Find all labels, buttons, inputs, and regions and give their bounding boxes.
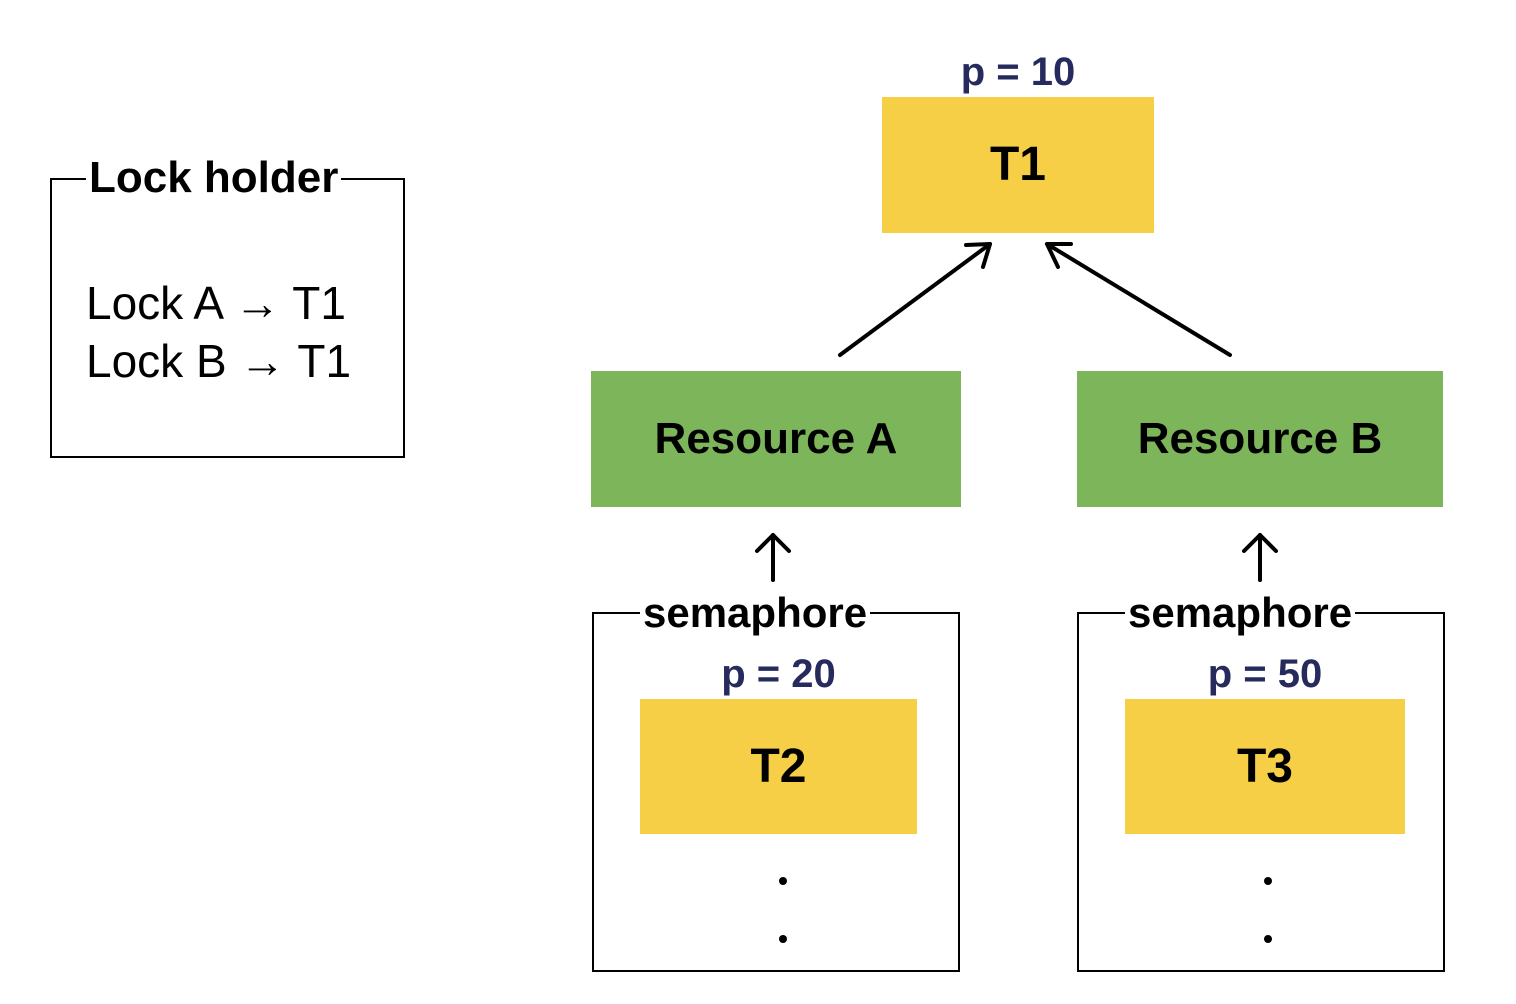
ellipsis-dot: [1264, 935, 1272, 943]
t1-priority: p = 10: [960, 50, 1076, 94]
arrow-semaphore-b-to-resource-b: [1242, 533, 1278, 582]
ellipsis-dot: [1264, 877, 1272, 885]
task-t2: T2: [640, 699, 917, 834]
lock-a-holder-line: Lock A → T1: [86, 277, 346, 329]
lock-b-holder-line: Lock B → T1: [86, 335, 352, 387]
task-t1: T1: [882, 97, 1154, 233]
t3-priority: p = 50: [1207, 652, 1323, 696]
t2-priority: p = 20: [721, 652, 836, 696]
arrow-semaphore-a-to-resource-a: [755, 533, 791, 582]
ellipsis-dot: [779, 877, 787, 885]
semaphore-b-title: semaphore: [1125, 592, 1356, 634]
semaphore-a-title: semaphore: [640, 592, 871, 634]
resource-a: Resource A: [591, 371, 961, 507]
resource-b: Resource B: [1077, 371, 1443, 507]
arrow-resource-a-to-t1: [838, 242, 992, 357]
ellipsis-dot: [779, 935, 787, 943]
arrow-resource-b-to-t1: [1045, 242, 1232, 357]
lock-holder-title: Lock holder: [86, 156, 342, 200]
task-t3: T3: [1125, 699, 1405, 834]
